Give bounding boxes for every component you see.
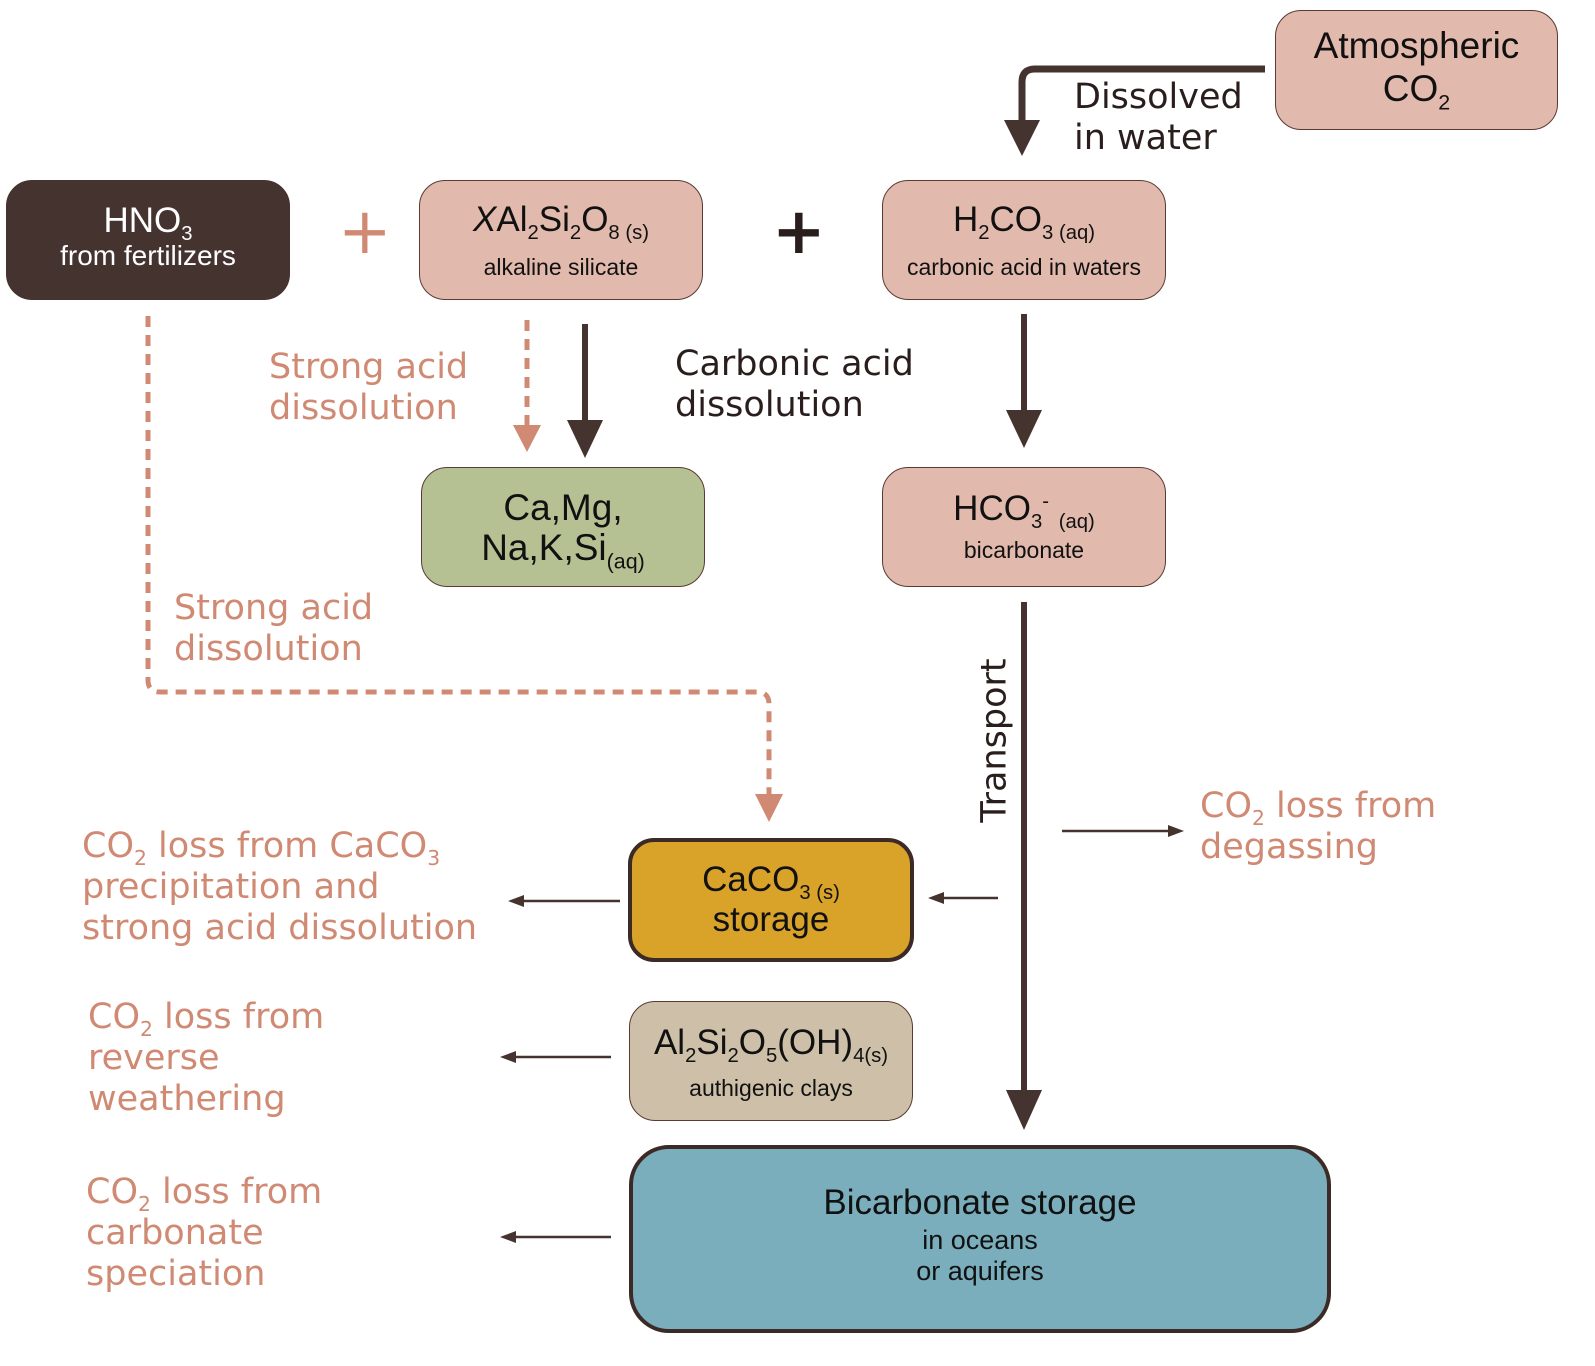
atmospheric-co2-box: Atmospheric CO2 bbox=[1275, 10, 1558, 130]
degassing-head bbox=[1168, 825, 1184, 837]
carbonic-formula: H2CO3 (aq) bbox=[952, 200, 1096, 244]
caco3-storage-box: CaCO3 (s) storage bbox=[628, 838, 914, 962]
strong-acid-arrow-head-1 bbox=[513, 425, 541, 452]
caco3-formula: CaCO3 (s) bbox=[702, 860, 840, 904]
clays-description: authigenic clays bbox=[689, 1074, 853, 1101]
loss-reverse-head bbox=[500, 1051, 516, 1063]
atmospheric-formula: CO2 bbox=[1382, 67, 1451, 114]
loss-reverse-weathering-label: CO2 loss from reverse weathering bbox=[88, 997, 325, 1119]
alkaline-silicate-box: XAl2Si2O8 (s) alkaline silicate bbox=[419, 180, 703, 300]
strong-acid-dashed-path-2 bbox=[145, 316, 772, 795]
carbonic-dissolution-arrow-head bbox=[567, 420, 603, 458]
storage-title: Bicarbonate storage bbox=[823, 1183, 1137, 1222]
transport-arrow-head bbox=[1006, 1090, 1042, 1130]
dissolved-arrow-head bbox=[1004, 120, 1040, 156]
cations-line-2: Na,K,Si(aq) bbox=[481, 526, 645, 573]
atmospheric-label: Atmospheric bbox=[1313, 25, 1520, 66]
transport-to-caco3-head bbox=[928, 892, 944, 904]
strong-acid-dissolution-label-2: Strong acid dissolution bbox=[174, 588, 374, 669]
silicate-description: alkaline silicate bbox=[483, 253, 639, 280]
cations-line-1: Ca,Mg, bbox=[503, 487, 623, 528]
authigenic-clays-box: Al2Si2O5(OH)4(s) authigenic clays bbox=[629, 1001, 913, 1121]
loss-speciation-head bbox=[500, 1231, 516, 1243]
strong-acid-dissolution-label-1: Strong acid dissolution bbox=[269, 347, 469, 428]
carbonic-acid-dissolution-label: Carbonic acid dissolution bbox=[675, 344, 914, 425]
transport-label: Transport bbox=[974, 658, 1015, 823]
loss-carbonate-speciation-label: CO2 loss from carbonate speciation bbox=[86, 1172, 323, 1294]
silicate-formula: XAl2Si2O8 (s) bbox=[473, 200, 649, 244]
carbonic-description: carbonic acid in waters bbox=[907, 253, 1141, 280]
degassing-label: CO2 loss from degassing bbox=[1200, 786, 1437, 867]
dissolved-arrow-line bbox=[1018, 65, 1265, 122]
caco3-description: storage bbox=[712, 900, 830, 940]
strong-acid-arrow-head-2 bbox=[755, 794, 783, 822]
clays-formula: Al2Si2O5(OH)4(s) bbox=[653, 1023, 889, 1067]
hno3-box: HNO3 from fertilizers bbox=[6, 180, 290, 300]
loss-caco3-label: CO2 loss from CaCO3 precipitation and st… bbox=[82, 826, 478, 948]
cations-box: Ca,Mg, Na,K,Si(aq) bbox=[421, 467, 705, 587]
bicarbonate-storage-box: Bicarbonate storage in oceans or aquifer… bbox=[629, 1145, 1331, 1333]
plus-operator-dark: + bbox=[772, 195, 826, 269]
hno3-description: from fertilizers bbox=[60, 240, 236, 271]
hno3-formula: HNO3 bbox=[103, 201, 193, 245]
bicarbonate-description: bicarbonate bbox=[963, 536, 1085, 563]
carbonic-to-bicarbonate-arrow-head bbox=[1006, 410, 1042, 448]
plus-operator-salmon: + bbox=[338, 195, 392, 269]
storage-line-2: in oceans bbox=[922, 1225, 1038, 1255]
bicarbonate-formula: HCO3- (aq) bbox=[953, 489, 1095, 533]
dissolved-in-water-label: Dissolved in water bbox=[1074, 77, 1243, 158]
carbonic-acid-box: H2CO3 (aq) carbonic acid in waters bbox=[882, 180, 1166, 300]
storage-line-3: or aquifers bbox=[916, 1256, 1044, 1286]
bicarbonate-box: HCO3- (aq) bicarbonate bbox=[882, 467, 1166, 587]
loss-caco3-head bbox=[508, 895, 524, 907]
